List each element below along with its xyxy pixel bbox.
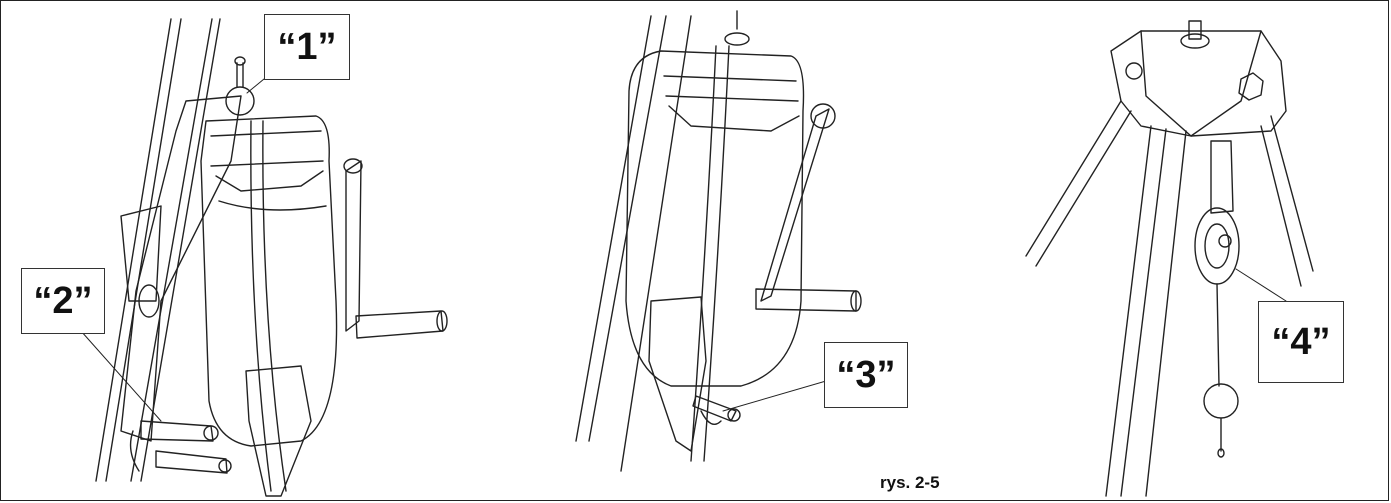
tripod-view-3 xyxy=(1025,20,1314,497)
callout-label-1: “1” xyxy=(264,14,350,80)
release-lever-2 xyxy=(129,420,232,474)
callout-label-3: “3” xyxy=(824,342,908,408)
mounting-bracket-1 xyxy=(120,95,242,442)
figure-caption: rys. 2-5 xyxy=(880,473,940,492)
pulley-block-4 xyxy=(1194,140,1240,458)
winch-view-2 xyxy=(575,10,862,472)
pin-1 xyxy=(225,56,255,116)
winch-body-1 xyxy=(200,115,338,497)
lock-pin-3 xyxy=(692,395,741,425)
tripod-legs xyxy=(1025,100,1314,497)
winch-body-2 xyxy=(625,45,805,462)
crank-handle-1 xyxy=(343,158,448,339)
crank-handle-2 xyxy=(755,103,862,312)
tripod-head xyxy=(1110,20,1287,137)
callout-label-2: “2” xyxy=(21,268,105,334)
winch-view-1 xyxy=(80,18,448,497)
callout-label-4: “4” xyxy=(1258,301,1344,383)
